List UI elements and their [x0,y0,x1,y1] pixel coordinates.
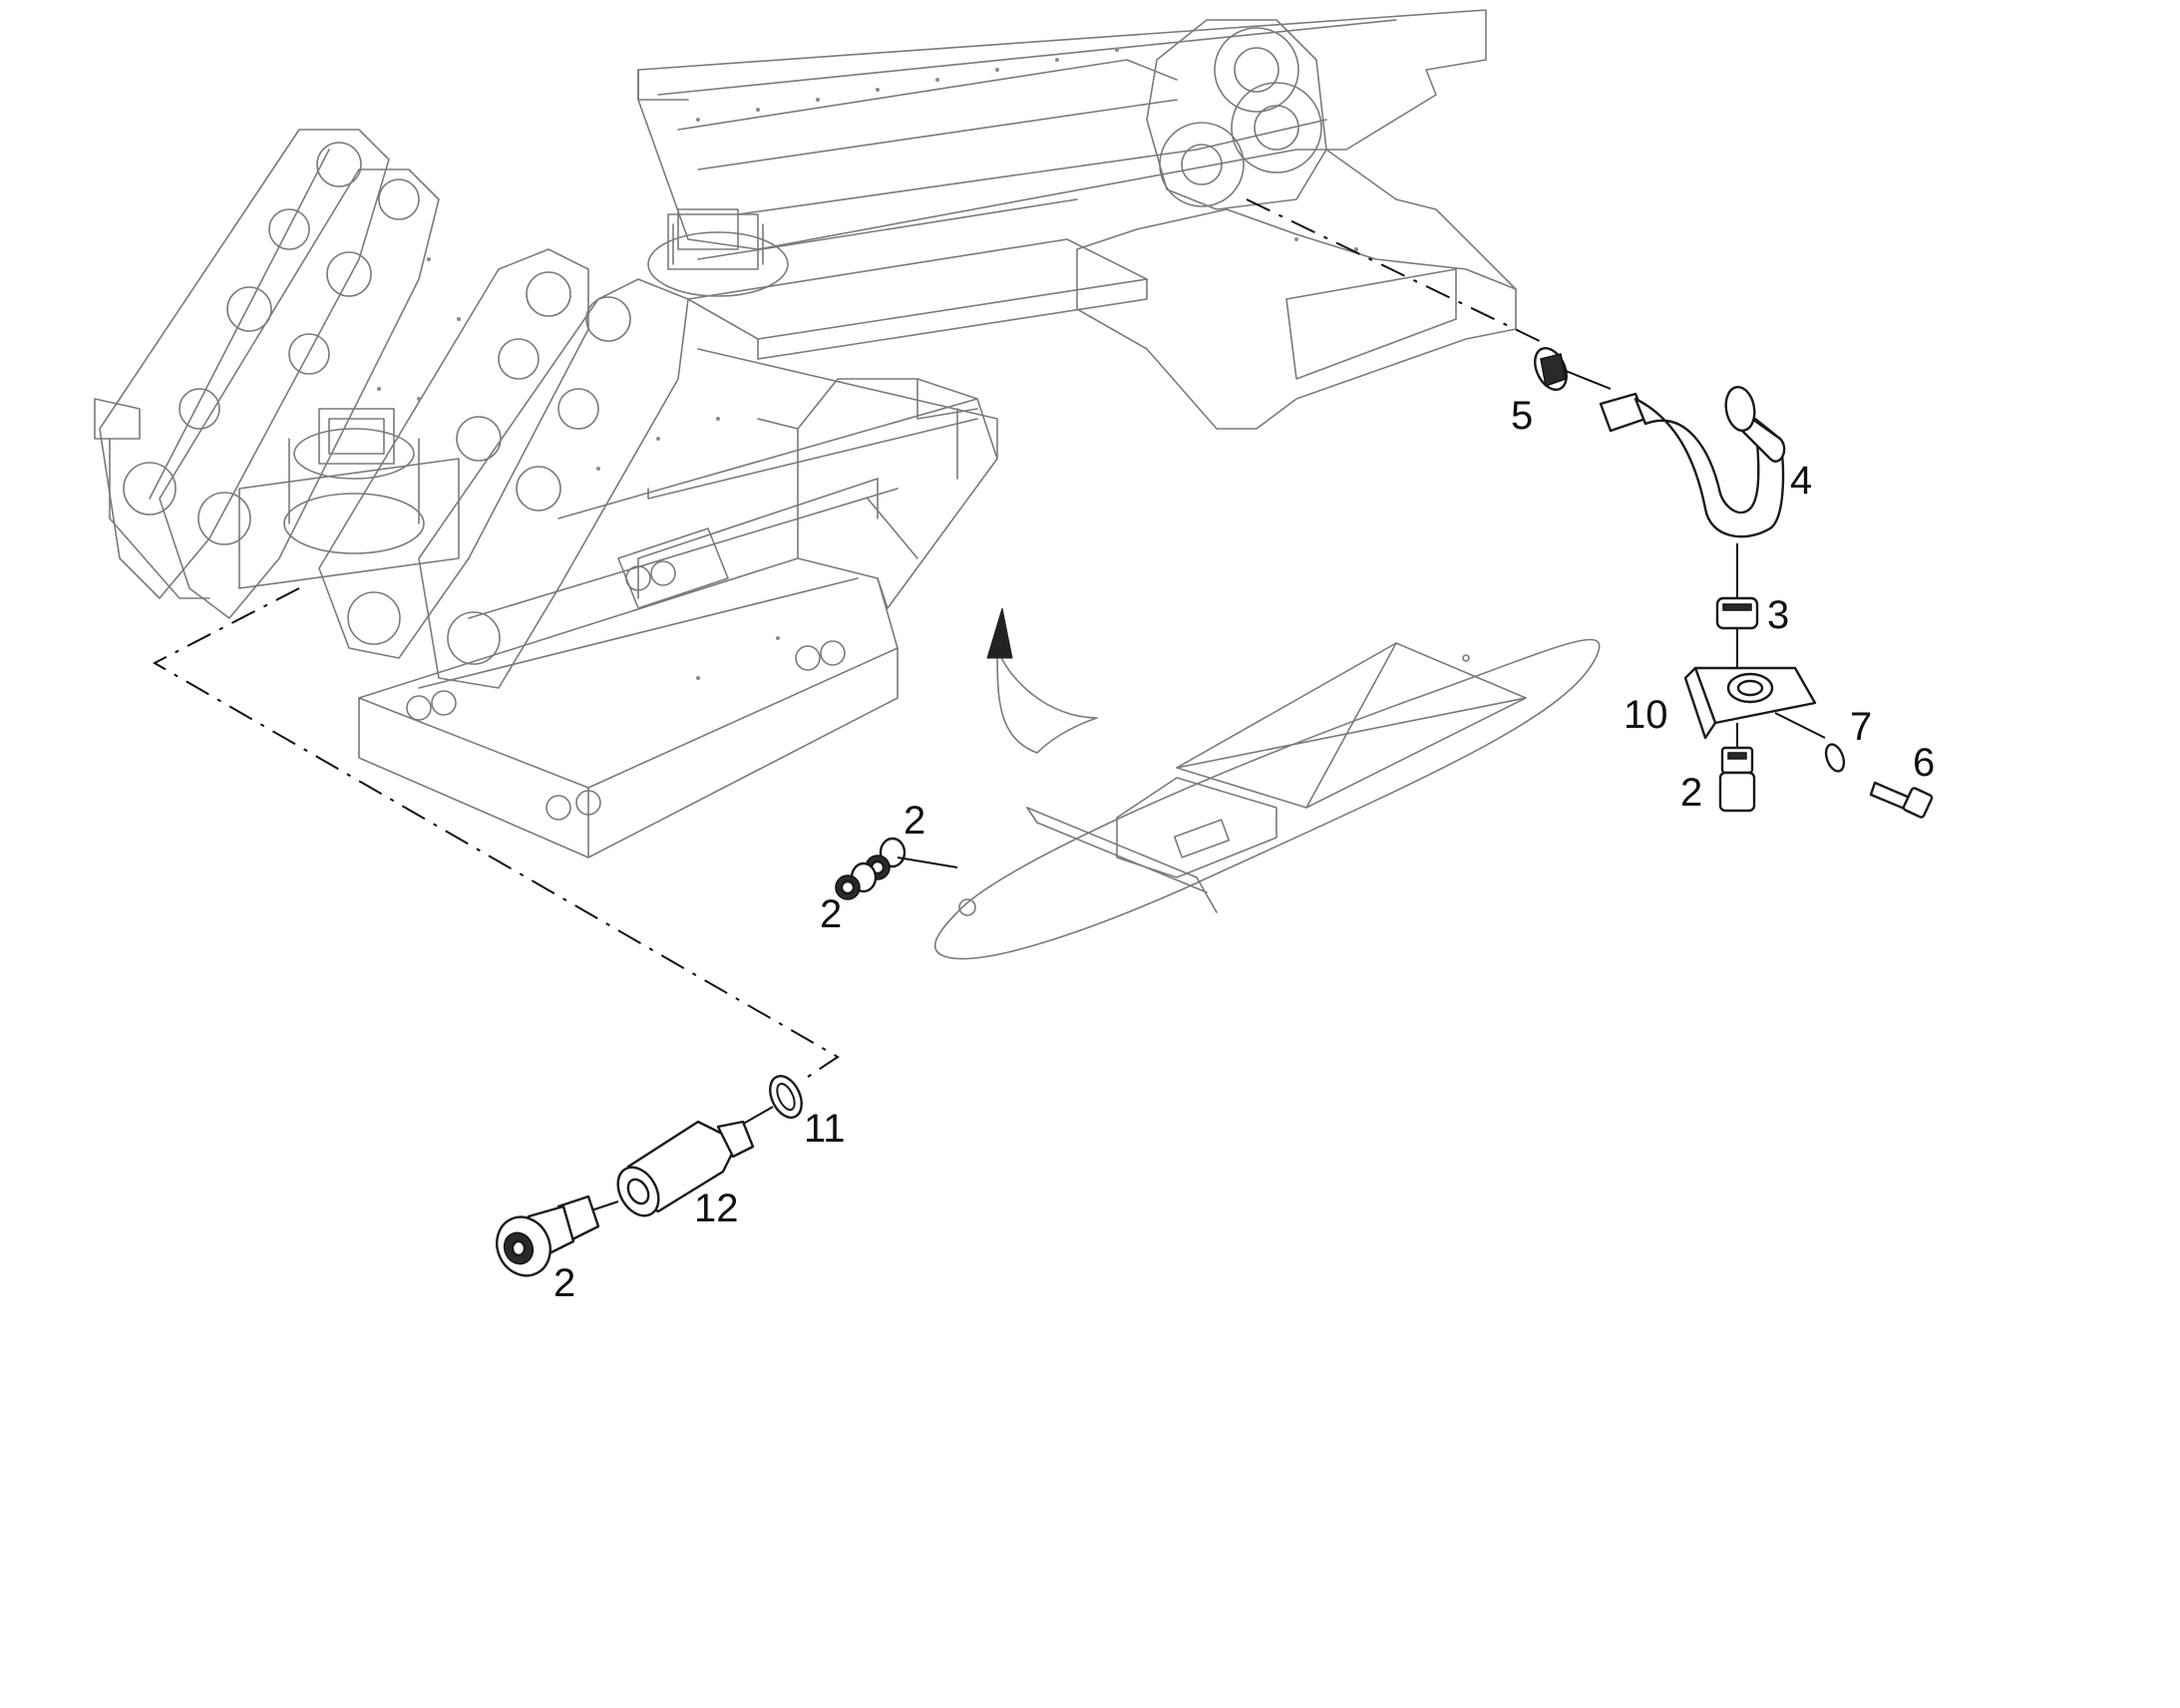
callout-6: 6 [1913,741,1935,785]
part-12-coupling [587,1120,755,1217]
callout-2-bottom: 2 [553,1261,575,1305]
machine-frame [94,9,1517,858]
part-6-bolt [1869,781,1934,819]
guard-plate [933,638,1601,960]
callout-2-mid-top: 2 [904,799,925,843]
callout-5: 5 [1511,394,1533,438]
callout-2-mid-bottom: 2 [820,892,842,936]
callout-3: 3 [1767,593,1789,637]
callout-12: 12 [694,1187,739,1230]
callout-7: 7 [1850,705,1872,749]
direction-arrow [986,607,1098,754]
part-7-washer [1824,743,1846,773]
dashdot-leader-right [1246,198,1547,345]
part-4-hose [1599,385,1786,598]
part-11-ring [737,1075,803,1128]
part-5-fitting [1534,347,1612,391]
callout-4: 4 [1790,459,1812,503]
part-10-bracket [1683,666,1826,740]
dashdot-leader-left [152,587,840,1078]
callout-10: 10 [1624,693,1668,737]
part-3-adapter [1715,596,1759,668]
part-2-sensor-bottom [496,1195,600,1277]
part-2-sensors-middle [835,837,958,900]
callout-11: 11 [804,1107,846,1151]
callout-2-right: 2 [1680,771,1702,815]
part-2-sensor-right [1718,723,1756,813]
